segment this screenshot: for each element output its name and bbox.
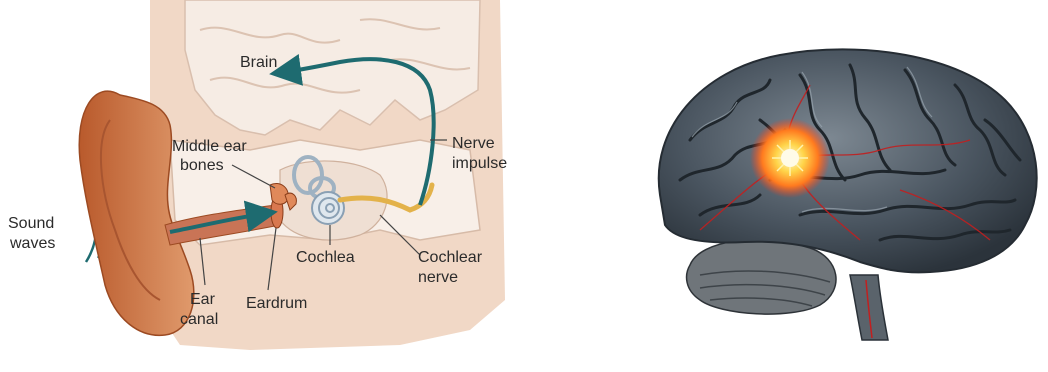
ear-diagram: Brain Middle ear bones Nerve impulse Sou… [8,0,507,350]
label-nerve-impulse-line2: impulse [452,155,507,172]
label-cochlear-nerve-line1: Cochlear [418,249,483,266]
cerebellum [687,240,836,314]
cerebrum [659,49,1037,272]
label-sound-waves-line2: waves [9,235,55,252]
cochlea-shape [312,192,344,224]
label-sound-waves-line1: Sound [8,215,54,232]
label-ear-canal-line2: canal [180,311,218,328]
label-brain: Brain [240,54,277,71]
label-eardrum: Eardrum [246,295,307,312]
label-cochlear-nerve-line2: nerve [418,269,458,286]
label-middle-ear-bones-line2: bones [180,157,224,174]
label-nerve-impulse-line1: Nerve [452,135,495,152]
label-cochlea: Cochlea [296,249,355,266]
label-middle-ear-bones-line1: Middle ear [172,138,247,155]
brain-illustration [659,49,1037,340]
highlight-core [781,149,799,167]
label-ear-canal-line1: Ear [190,291,216,308]
